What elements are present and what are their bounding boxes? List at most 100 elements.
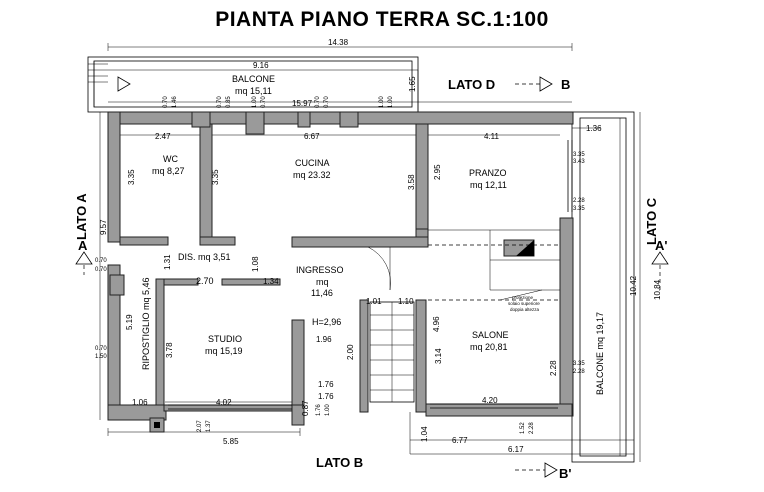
dim-label-small: 0.70: [261, 96, 267, 108]
section-markers: [75, 76, 669, 478]
room-dis: DIS. mq 3,51: [178, 252, 231, 262]
dim-label-small: 1.52: [520, 422, 526, 434]
dim-label: 6.77: [452, 436, 468, 445]
room-ingresso-name: INGRESSO: [296, 265, 344, 275]
dim-label: 10.42: [629, 275, 638, 296]
dim-label-small: 3.35: [573, 361, 585, 367]
dim-label: 14.38: [328, 38, 349, 47]
dim-label: 2.28: [549, 360, 558, 376]
room-pranzo-name: PRANZO: [469, 168, 507, 178]
dim-label-small: 0.70: [163, 96, 169, 108]
plan-labels: LATO D B LATO B B' LATO A A LATO C A' BA…: [74, 74, 667, 481]
dim-label: 4.96: [432, 316, 441, 332]
section-b-label: B: [561, 77, 570, 92]
room-balcone-right: BALCONE mq 19,17: [595, 312, 605, 395]
dim-label: 6.17: [508, 445, 524, 454]
dim-label: 5.85: [223, 437, 239, 446]
dim-label-small: 1.50: [95, 354, 107, 360]
dim-label-small: 0.70: [95, 258, 107, 264]
dim-label-small: 3.35: [573, 206, 585, 212]
dim-label-small: 1.00: [379, 96, 385, 108]
dim-label-small: 0.70: [95, 346, 107, 352]
dim-label-small: 0.70: [217, 96, 223, 108]
room-salone-area: mq 20,81: [470, 342, 508, 352]
dim-label: 15.97: [292, 99, 313, 108]
room-studio-name: STUDIO: [208, 334, 242, 344]
dim-label: 1.08: [251, 256, 260, 272]
note-line-2: solaio superiore: [508, 301, 540, 306]
section-a-prime-label: A': [655, 238, 667, 253]
lato-d-label: LATO D: [448, 77, 495, 92]
dim-label: 1.36: [586, 124, 602, 133]
dim-label: 1.04: [420, 426, 429, 442]
dim-label-small: 3.35: [573, 152, 585, 158]
dim-label: 1.34: [263, 277, 279, 286]
dim-label: 1.65: [408, 76, 417, 92]
dim-label: 9.16: [253, 61, 269, 70]
dim-label: 3.58: [407, 174, 416, 190]
note-line-3: doppia altezza: [510, 307, 540, 312]
dim-label-small: 0.70: [315, 96, 321, 108]
dim-label: 1.06: [132, 398, 148, 407]
dim-label: 3.35: [211, 169, 220, 185]
dim-label: 3.78: [165, 342, 174, 358]
lato-a-label: LATO A: [74, 193, 89, 240]
dim-label: 2.70: [196, 276, 214, 286]
dim-label: 3.14: [434, 348, 443, 364]
dim-label: 4.02: [216, 398, 232, 407]
dim-label-small: 3.43: [573, 159, 585, 165]
room-balcone-top-area: mq 15,11: [235, 86, 272, 96]
room-balcone-top-name: BALCONE: [232, 74, 275, 84]
dim-label: 3.35: [127, 169, 136, 185]
dim-label-small: 1.00: [252, 96, 258, 108]
room-studio-area: mq 15,19: [205, 346, 243, 356]
room-wc-name: WC: [163, 154, 178, 164]
page-title: PIANTA PIANO TERRA SC.1:100: [215, 8, 549, 31]
dimension-labels: 14.38 9.16 1.65 15.97 2.47 6.67 4.11 1.3…: [95, 38, 662, 454]
section-a-label: A: [78, 238, 88, 253]
room-cucina-name: CUCINA: [295, 158, 330, 168]
room-ingresso-mq: mq: [316, 277, 329, 287]
dim-label-small: 2.28: [529, 422, 535, 434]
dim-label: 1.76: [318, 392, 334, 401]
dim-label-small: 0.85: [226, 96, 232, 108]
dim-label-small: 2.28: [573, 369, 585, 375]
walls: [107, 111, 574, 433]
room-ripostiglio: RIPOSTIGLIO mq 5,46: [141, 277, 151, 370]
dim-label-small: 0.70: [95, 267, 107, 273]
lato-b-label: LATO B: [316, 455, 363, 470]
lato-c-label: LATO C: [644, 197, 659, 245]
dim-label: 1.01: [366, 297, 382, 306]
dim-label: 5.19: [125, 314, 134, 330]
dim-label: 2.47: [155, 132, 171, 141]
dim-label: 1.10: [398, 297, 414, 306]
openings: [168, 140, 573, 410]
dim-label: 6.67: [304, 132, 320, 141]
dim-label: 0.87: [301, 400, 310, 416]
section-b-prime-label: B': [559, 466, 571, 481]
note-line-1: protezione: [512, 295, 534, 300]
room-wc-area: mq 8,27: [152, 166, 185, 176]
room-pranzo-area: mq 12,11: [470, 180, 507, 190]
dim-label-small: 1.46: [172, 96, 178, 108]
dim-label-small: 2.28: [573, 198, 585, 204]
dimension-lines: [87, 43, 641, 463]
dim-label: 4.11: [484, 132, 500, 141]
room-ingresso-area: 11,46: [311, 288, 333, 298]
dim-label-small: 1.00: [388, 96, 394, 108]
dim-label: 10.84: [653, 279, 662, 300]
room-cucina-area: mq 23.32: [293, 170, 331, 180]
dim-label-small: 1.00: [325, 404, 331, 416]
dim-label: 1.31: [163, 254, 172, 270]
dim-label-small: 2.07: [197, 420, 203, 432]
dim-label: 2.95: [433, 164, 442, 180]
dim-label: 1.76: [318, 380, 334, 389]
dim-label: 9.57: [99, 219, 108, 235]
dim-label-small: 1.76: [316, 404, 322, 416]
room-salone-name: SALONE: [472, 330, 509, 340]
dim-label: 2.00: [346, 344, 355, 360]
dim-label: 1.96: [316, 335, 332, 344]
dim-label-small: 1.37: [206, 420, 212, 432]
dim-label-small: 0.70: [324, 96, 330, 108]
